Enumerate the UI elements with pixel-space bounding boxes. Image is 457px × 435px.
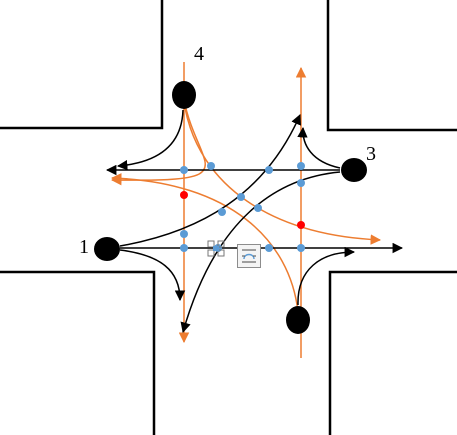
vehicle-approach-4 bbox=[172, 81, 196, 109]
layout-options-glyph bbox=[207, 240, 225, 257]
curb-top-right bbox=[326, 0, 457, 132]
approach-label-4: 4 bbox=[194, 43, 204, 65]
black-paths bbox=[105, 109, 404, 334]
orange-path-4-right-turn bbox=[110, 99, 206, 186]
layout-options-icon[interactable] bbox=[205, 236, 229, 260]
black-path-3-left-turn bbox=[180, 171, 341, 334]
critical-conflict-point bbox=[297, 221, 305, 229]
conflict-point bbox=[265, 166, 273, 174]
orange-path-4-to-east bbox=[184, 107, 382, 245]
black-path-1-right-turn bbox=[119, 249, 186, 302]
wrap-text-icon[interactable] bbox=[237, 244, 261, 268]
curb-top-left bbox=[0, 0, 164, 130]
conflict-point bbox=[297, 179, 305, 187]
vehicle-approach-south bbox=[286, 306, 310, 334]
wrap-text-glyph bbox=[242, 249, 256, 263]
vehicles bbox=[94, 81, 367, 334]
curb-bottom-right bbox=[328, 270, 457, 435]
conflict-point bbox=[180, 230, 188, 238]
orange-path-5-to-west bbox=[110, 173, 299, 313]
critical-conflict-point bbox=[180, 191, 188, 199]
conflict-point bbox=[218, 208, 226, 216]
conflict-point bbox=[254, 204, 262, 212]
black-path-4-left-turn bbox=[116, 109, 184, 171]
conflict-point bbox=[180, 166, 188, 174]
approach-label-1: 1 bbox=[79, 236, 89, 258]
conflict-point bbox=[265, 244, 273, 252]
conflict-point bbox=[297, 162, 305, 170]
conflict-points bbox=[180, 162, 305, 252]
black-path-3-right-turn bbox=[297, 126, 341, 169]
black-path-1-left-turn bbox=[119, 114, 302, 247]
vehicle-approach-1 bbox=[94, 237, 120, 261]
conflict-point bbox=[297, 244, 305, 252]
orange-paths bbox=[110, 62, 382, 358]
conflict-point bbox=[237, 193, 245, 201]
conflict-point bbox=[180, 244, 188, 252]
black-path-5-right-turn bbox=[297, 246, 356, 306]
approach-label-3: 3 bbox=[366, 143, 376, 165]
vehicle-approach-3 bbox=[341, 158, 367, 182]
conflict-point bbox=[207, 162, 215, 170]
curb-bottom-left bbox=[0, 270, 156, 435]
